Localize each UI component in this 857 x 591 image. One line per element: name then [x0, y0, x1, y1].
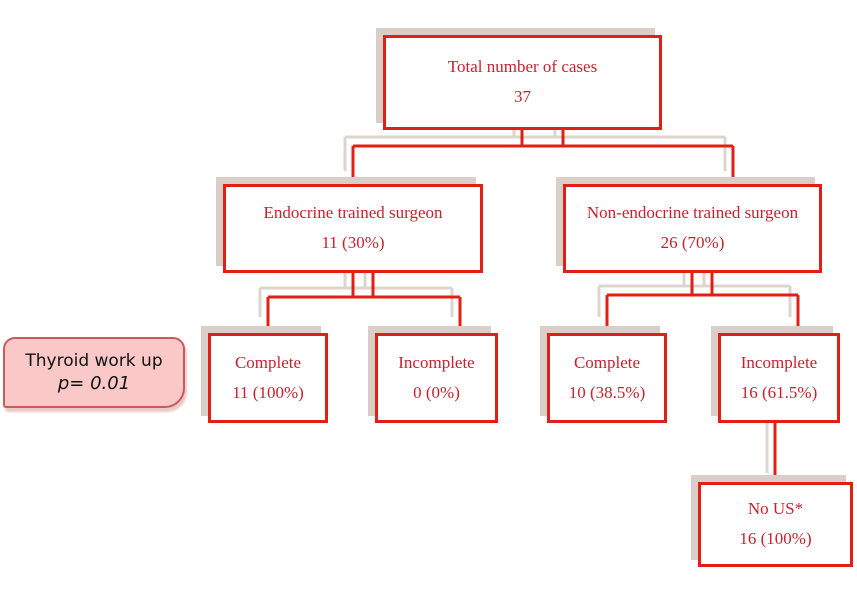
connector-main [266, 130, 800, 482]
node-no-ultrasound: No US* 16 (100%) [698, 482, 853, 567]
node-label: Non-endocrine trained surgeon [586, 203, 799, 223]
node-endocrine-incomplete: Incomplete 0 (0%) [375, 333, 498, 423]
thyroid-workup-callout: Thyroid work up p= 0.01 [3, 337, 185, 408]
node-endocrine-complete: Complete 11 (100%) [208, 333, 328, 423]
node-value: 16 (61.5%) [740, 382, 818, 402]
callout-p-value: p= 0.01 [57, 373, 131, 394]
connector-non-endocrine-to-children [605, 273, 800, 327]
node-label: Complete [573, 352, 641, 372]
node-value: 11 (100%) [232, 382, 304, 402]
node-label: Incomplete [398, 352, 475, 372]
connector-endocrine-to-children [266, 273, 462, 327]
node-label: Complete [234, 352, 302, 372]
node-label: No US* [747, 499, 804, 519]
connector-shadows [258, 121, 792, 473]
node-value: 16 (100%) [739, 529, 812, 548]
node-endocrine-surgeon: Endocrine trained surgeon 11 (30%) [223, 184, 483, 273]
node-non-endocrine-surgeon: Non-endocrine trained surgeon 26 (70%) [563, 184, 822, 273]
node-value: 11 (30%) [321, 233, 385, 252]
node-non-endocrine-incomplete: Incomplete 16 (61.5%) [718, 333, 840, 423]
node-value: 10 (38.5%) [568, 382, 646, 402]
node-value: 26 (70%) [660, 233, 725, 252]
node-label: Incomplete [740, 352, 818, 372]
node-value: 37 [514, 87, 531, 106]
node-label: Endocrine trained surgeon [263, 203, 443, 223]
node-label: Total number of cases [447, 57, 598, 77]
node-value: 0 (0%) [413, 382, 460, 402]
node-total-cases: Total number of cases 37 [383, 35, 662, 130]
callout-title: Thyroid work up [25, 351, 163, 371]
connector-total-to-row2 [351, 130, 735, 181]
node-non-endocrine-complete: Complete 10 (38.5%) [547, 333, 667, 423]
